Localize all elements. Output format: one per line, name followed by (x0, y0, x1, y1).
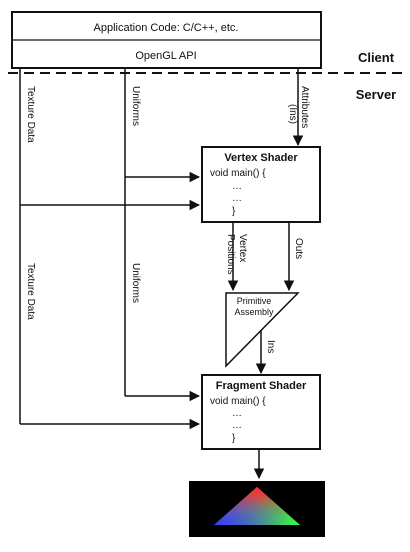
positions-label: Positions (225, 234, 236, 275)
vertex-shader-box: Vertex Shader void main() { … … } (201, 146, 321, 223)
vertex-shader-title: Vertex Shader (224, 152, 298, 164)
fragment-shader-code-line: void main() { (210, 396, 266, 407)
texture-data-label-top: Texture Data (25, 86, 36, 143)
fragment-shader-code-line: … (232, 408, 242, 419)
client-label: Client (358, 50, 395, 65)
vertex-shader-code-line: … (232, 193, 242, 204)
primitive-assembly-label: Assembly (234, 307, 274, 317)
primitive-assembly-shape: Primitive Assembly (225, 292, 300, 368)
attributes-label: Attributes (299, 86, 310, 128)
opengl-api-label: OpenGL API (135, 50, 196, 62)
vertex-label: Vertex (237, 234, 248, 262)
rendered-output-image (189, 481, 325, 537)
application-code-label: Application Code: C/C++, etc. (94, 22, 239, 34)
primitive-assembly-label: Primitive (237, 296, 272, 306)
server-label: Server (356, 87, 396, 102)
fragment-shader-box: Fragment Shader void main() { … … } (201, 374, 321, 450)
vertex-shader-code-line: … (232, 181, 242, 192)
fragment-shader-title: Fragment Shader (216, 380, 307, 392)
application-api-box: Application Code: C/C++, etc. OpenGL API (11, 11, 322, 69)
uniforms-label-bottom: Uniforms (130, 263, 141, 303)
outs-label: Outs (293, 238, 304, 259)
ins-label: Ins (265, 340, 276, 353)
vertex-shader-code-line: void main() { (210, 168, 266, 179)
fragment-shader-code-line: … (232, 420, 242, 431)
ins-label-attributes: (Ins) (287, 104, 298, 124)
vertex-shader-code-line: } (232, 206, 236, 217)
fragment-shader-code-line: } (232, 433, 236, 444)
texture-data-label-bottom: Texture Data (25, 263, 36, 320)
uniforms-label-top: Uniforms (130, 86, 141, 126)
